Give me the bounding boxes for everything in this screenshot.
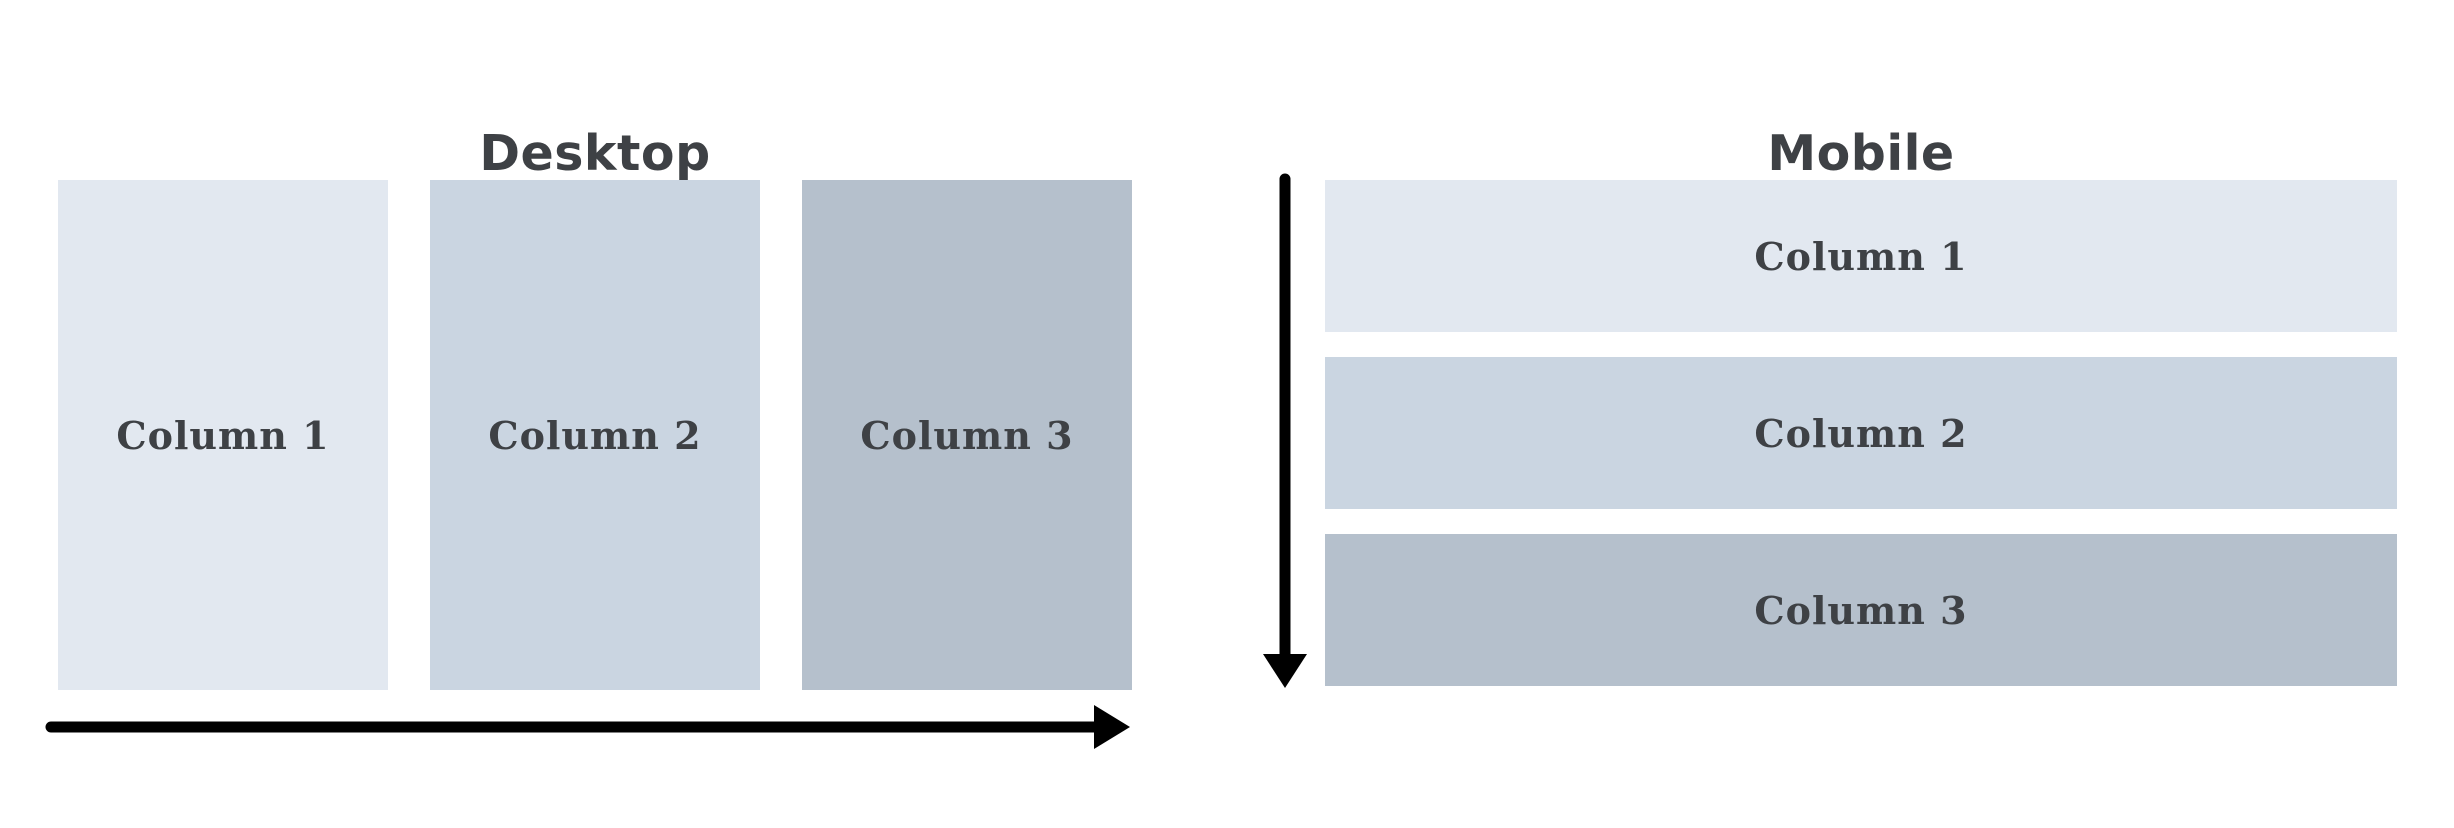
mobile-row-2: Column 2 xyxy=(1325,357,2397,509)
desktop-column-2-label: Column 2 xyxy=(488,412,702,458)
mobile-row-3-label: Column 3 xyxy=(1754,587,1968,633)
desktop-column-3-label: Column 3 xyxy=(860,412,1074,458)
mobile-row-1: Column 1 xyxy=(1325,180,2397,332)
mobile-section-title: Mobile xyxy=(1767,124,1955,182)
desktop-column-1: Column 1 xyxy=(58,180,388,690)
desktop-columns-group: Column 1 Column 2 Column 3 xyxy=(58,180,1132,690)
mobile-rows-group: Column 1 Column 2 Column 3 xyxy=(1325,180,2397,686)
desktop-column-2: Column 2 xyxy=(430,180,760,690)
mobile-row-2-label: Column 2 xyxy=(1754,410,1968,456)
desktop-column-1-label: Column 1 xyxy=(116,412,330,458)
desktop-column-3: Column 3 xyxy=(802,180,1132,690)
desktop-section-title: Desktop xyxy=(479,124,711,182)
right-arrow-icon xyxy=(45,705,1130,749)
down-arrow-icon xyxy=(1263,173,1307,688)
mobile-row-3: Column 3 xyxy=(1325,534,2397,686)
mobile-row-1-label: Column 1 xyxy=(1754,233,1968,279)
